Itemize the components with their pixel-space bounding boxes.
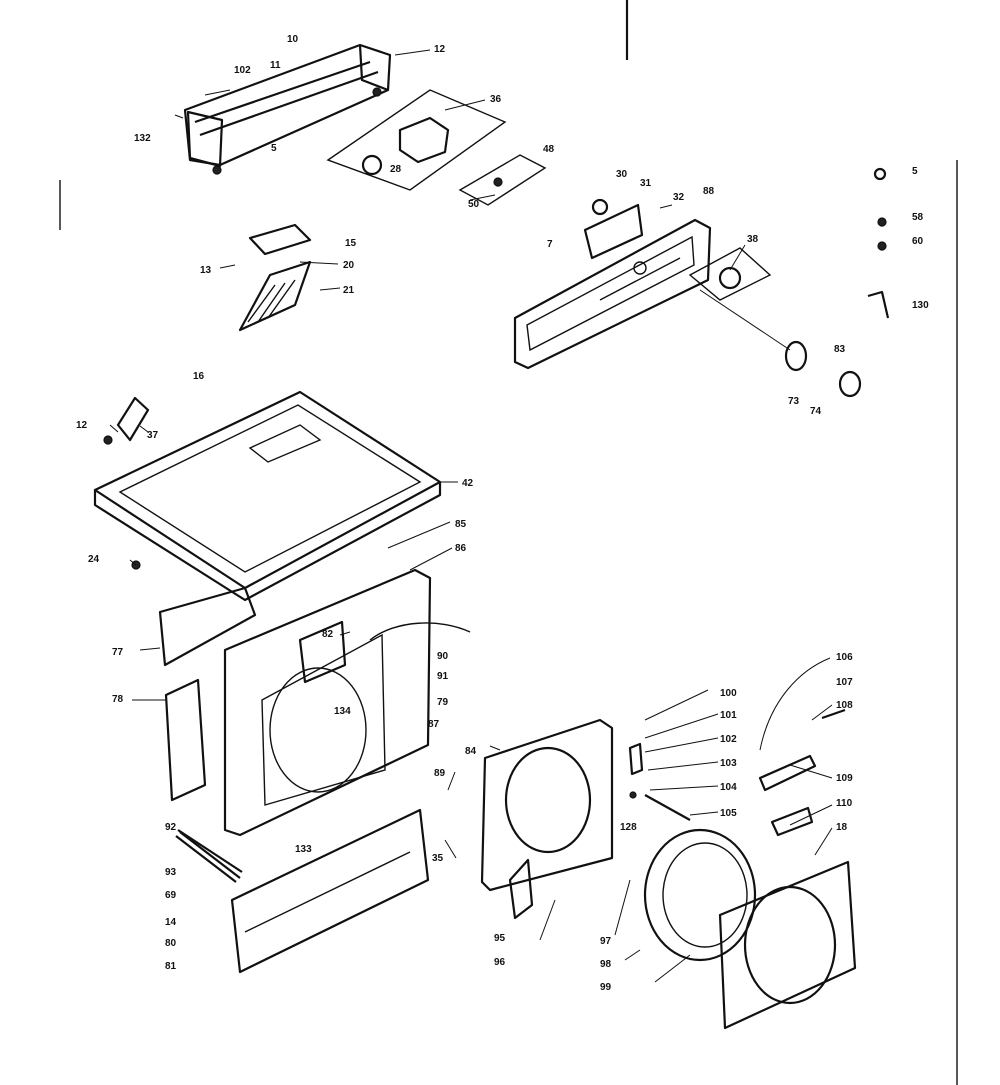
cabinet-part: [158, 568, 471, 837]
callout-81: 81: [165, 961, 177, 972]
callout-85: 85: [455, 519, 467, 530]
callout-32: 32: [673, 192, 685, 203]
callout-96: 96: [494, 957, 506, 968]
callout-10a: 10: [287, 34, 299, 45]
callout-21: 21: [343, 285, 355, 296]
callout-130: 130: [912, 300, 929, 311]
callout-15: 15: [345, 238, 357, 249]
callout-132: 132: [134, 133, 151, 144]
callout-24: 24: [88, 554, 100, 565]
callout-87: 87: [428, 719, 440, 730]
callout-11a: 11: [270, 60, 281, 71]
door-assembly-part: [643, 828, 857, 1030]
callout-18: 18: [836, 822, 848, 833]
callout-93: 93: [165, 867, 177, 878]
callout-5a: 5: [271, 143, 277, 154]
callout-91: 91: [437, 671, 449, 682]
small-hardware-part: [867, 167, 890, 319]
callout-30: 30: [616, 169, 628, 180]
callout-92: 92: [165, 822, 177, 833]
callout-82: 82: [322, 629, 334, 640]
callout-50: 50: [468, 199, 480, 210]
callout-104: 104: [720, 782, 737, 793]
callout-101: 101: [720, 710, 737, 721]
callout-13: 13: [200, 265, 212, 276]
callout-38: 38: [747, 234, 759, 245]
callout-90: 90: [437, 651, 449, 662]
switch-bracket-part: [458, 154, 547, 206]
callout-99: 99: [600, 982, 612, 993]
callout-77: 77: [112, 647, 124, 658]
callout-109: 109: [836, 773, 853, 784]
callout-69: 69: [165, 890, 177, 901]
callout-107: 107: [836, 677, 853, 688]
callout-89: 89: [434, 768, 446, 779]
callout-48: 48: [543, 144, 555, 155]
knob-assembly-part: [688, 247, 862, 398]
callout-7: 7: [547, 239, 553, 250]
callout-105: 105: [720, 808, 737, 819]
callout-78: 78: [112, 694, 124, 705]
callout-95: 95: [494, 933, 506, 944]
toe-panel-part: [175, 808, 430, 974]
callout-58: 58: [912, 212, 924, 223]
front-bulkhead-part: [480, 718, 614, 920]
callout-98: 98: [600, 959, 612, 970]
callout-20: 20: [343, 260, 355, 271]
timer-bracket-part: [326, 89, 507, 191]
callout-60: 60: [912, 236, 924, 247]
lint-filter-part: [238, 223, 312, 332]
callout-106: 106: [836, 652, 853, 663]
callout-86: 86: [455, 543, 467, 554]
callout-102b: 102: [720, 734, 737, 745]
callout-37: 37: [147, 430, 159, 441]
callout-73: 73: [788, 396, 800, 407]
callout-79: 79: [437, 697, 449, 708]
callout-134: 134: [334, 706, 351, 717]
callout-100: 100: [720, 688, 737, 699]
callout-35: 35: [432, 853, 444, 864]
top-panel-part: [93, 390, 442, 602]
callout-133: 133: [295, 844, 312, 855]
callout-97: 97: [600, 936, 612, 947]
callout-83: 83: [834, 344, 846, 355]
callout-110: 110: [836, 798, 853, 809]
callout-14: 14: [165, 917, 177, 928]
callout-80: 80: [165, 938, 177, 949]
callout-28: 28: [390, 164, 402, 175]
callout-74: 74: [810, 406, 822, 417]
callout-128: 128: [620, 822, 637, 833]
callout-12a: 12: [434, 44, 446, 55]
callout-84: 84: [465, 746, 477, 757]
callout-5b: 5: [912, 166, 918, 177]
control-panel-part: [513, 198, 712, 370]
callout-16: 16: [193, 371, 205, 382]
control-console-part: [183, 43, 392, 175]
callout-88: 88: [703, 186, 715, 197]
callout-108: 108: [836, 700, 853, 711]
callout-31: 31: [640, 178, 652, 189]
callout-102: 102: [234, 65, 251, 76]
callout-103: 103: [720, 758, 737, 769]
hinge-parts: [628, 708, 846, 837]
leader-lines: [109, 49, 833, 983]
callout-42: 42: [462, 478, 474, 489]
callout-12b: 12: [76, 420, 88, 431]
callout-36: 36: [490, 94, 502, 105]
